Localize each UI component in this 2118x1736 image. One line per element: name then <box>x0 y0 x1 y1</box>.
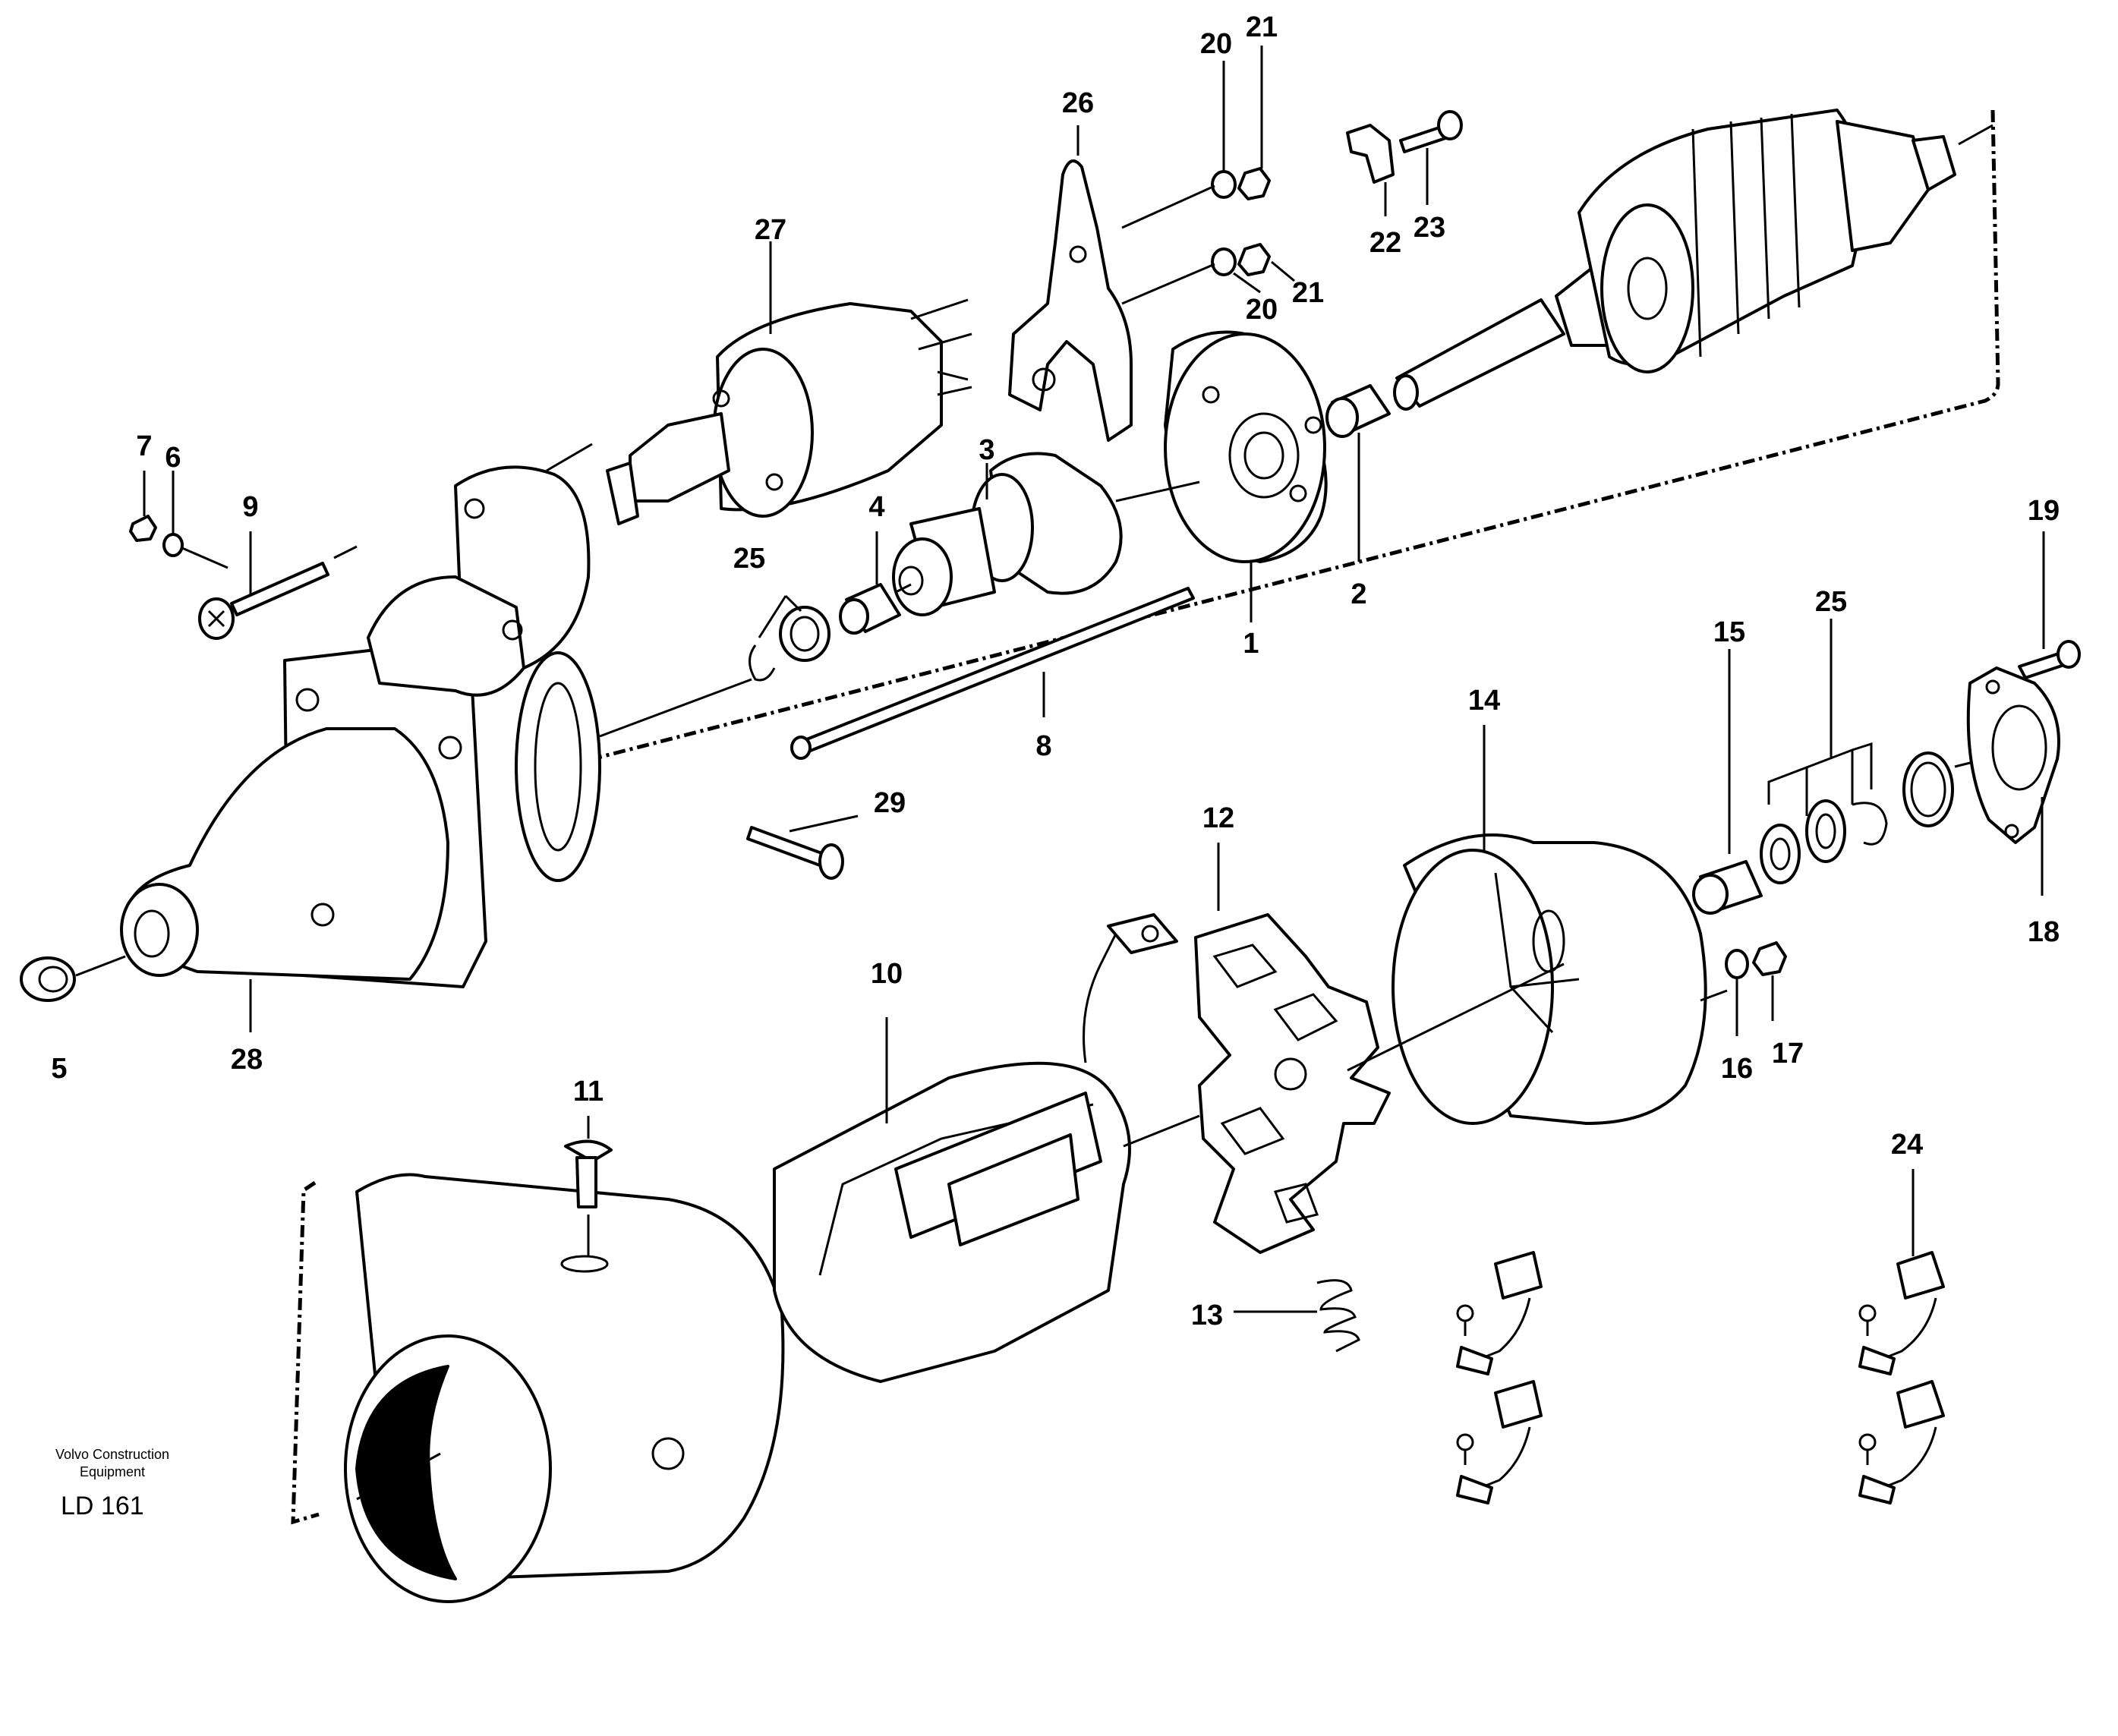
callout-2: 2 <box>1351 578 1366 610</box>
callout-8: 8 <box>1035 730 1051 762</box>
callout-25-right: 25 <box>1815 586 1847 618</box>
shift-lever-part <box>1008 159 1133 442</box>
solenoid-part <box>606 298 972 525</box>
assembly-frame-lower <box>291 1180 320 1525</box>
assembly-frame-upper <box>591 109 2000 761</box>
callout-21-lower: 21 <box>1292 277 1324 309</box>
footer: Volvo Construction Equipment LD 161 <box>55 1447 169 1520</box>
screw-part-23 <box>1399 110 1463 153</box>
through-bolt-part-8 <box>790 587 1195 760</box>
callout-15: 15 <box>1713 616 1745 648</box>
callout-24: 24 <box>1891 1129 1923 1161</box>
callout-29: 29 <box>874 787 906 819</box>
bush-part-15 <box>1692 860 1763 915</box>
pinion-drive-part <box>892 452 1123 616</box>
callout-26: 26 <box>1062 87 1094 119</box>
callout-3: 3 <box>979 434 994 466</box>
callout-11: 11 <box>573 1076 604 1107</box>
field-winding-part <box>773 913 1178 1383</box>
callout-5: 5 <box>51 1053 67 1085</box>
brush-spring-part-13 <box>1316 1279 1360 1353</box>
callout-9: 9 <box>242 491 258 523</box>
callout-labels: 1 2 3 4 5 6 7 8 9 10 11 12 13 14 15 16 1… <box>51 11 2060 1331</box>
drive-end-housing-part <box>120 465 601 988</box>
nut-washer-part-16-17 <box>1725 941 1787 979</box>
brush-holder-part <box>1194 913 1391 1254</box>
bolt-part-9 <box>198 562 329 640</box>
washer-set-part-25-right <box>1760 751 1954 884</box>
callout-21-top: 21 <box>1246 11 1278 43</box>
callout-12: 12 <box>1202 802 1234 834</box>
bush-part-4 <box>839 583 901 635</box>
callout-7: 7 <box>136 430 152 462</box>
screw-part-11 <box>564 1139 613 1208</box>
callout-27: 27 <box>755 214 786 246</box>
screw-part-19 <box>2018 640 2081 679</box>
callout-16: 16 <box>1721 1053 1753 1085</box>
callout-1: 1 <box>1243 628 1259 660</box>
nut-washer-part-6-7 <box>129 515 184 557</box>
commutator-end-housing-part <box>1392 833 1707 1125</box>
end-cover-part-18 <box>1966 666 2060 844</box>
callout-28: 28 <box>231 1044 263 1076</box>
yoke-housing-part <box>344 1173 785 1603</box>
armature-part <box>1393 109 1994 411</box>
bush-part-2 <box>1325 384 1391 438</box>
callout-14: 14 <box>1468 685 1500 717</box>
callout-4: 4 <box>868 491 884 523</box>
callout-20-top: 20 <box>1200 28 1232 60</box>
brand-line-1: Volvo Construction <box>55 1447 169 1462</box>
brush-set-part-24 <box>1456 1251 1945 1504</box>
drive-end-shield-part <box>1164 330 1328 563</box>
callout-13: 13 <box>1191 1300 1223 1331</box>
callout-22: 22 <box>1369 227 1401 259</box>
callout-17: 17 <box>1772 1038 1804 1070</box>
callout-23: 23 <box>1414 212 1445 244</box>
washer-set-part-25-left <box>749 606 830 682</box>
screw-part-29 <box>746 826 844 880</box>
nut-washer-part-20-21-lower <box>1211 243 1271 276</box>
callout-6: 6 <box>165 442 181 474</box>
callout-19: 19 <box>2028 495 2060 527</box>
nut-washer-part-20-21-top <box>1211 167 1271 200</box>
callout-25-left: 25 <box>733 543 765 575</box>
brand-line-2: Equipment <box>80 1464 145 1479</box>
drawing-code: LD 161 <box>61 1492 144 1520</box>
callout-10: 10 <box>871 958 903 990</box>
bush-part-5 <box>20 956 76 1002</box>
callout-20-lower: 20 <box>1246 294 1278 326</box>
clip-part-22 <box>1346 124 1395 184</box>
callout-18: 18 <box>2028 916 2060 948</box>
